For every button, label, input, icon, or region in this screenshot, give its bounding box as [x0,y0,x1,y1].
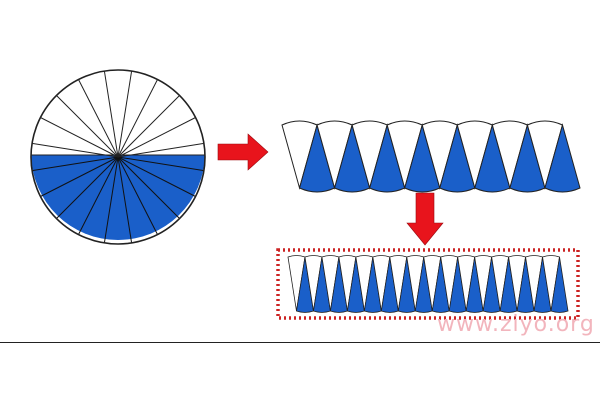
circle-sector-line [117,70,133,158]
circle-sector-line [117,156,180,219]
parallelogram-arrangement [276,248,580,320]
circle-sector-line [78,156,119,235]
watermark-text: www.ziyo.org [437,312,595,337]
para-blue-sector [550,256,569,313]
circle-sector-line [56,95,119,158]
down-arrow [406,192,444,246]
circle-sector-line [117,156,196,197]
circle-sector-line [117,156,158,235]
circle-sector-line [40,156,119,197]
circle-sector-line [40,117,119,158]
circle-sector-line [117,95,180,158]
circle-sector-line [117,117,196,158]
divided-circle [30,69,206,245]
circle-sector-line [117,156,205,172]
circle-sector-line [103,70,119,158]
circle-sector-line [117,156,133,244]
circle-sector-line [103,156,119,244]
circle-blue-half [31,155,205,240]
right-arrow [217,133,269,171]
down-arrow-shape [406,192,444,246]
circle-outline [30,69,206,245]
right-arrow-shape [217,133,269,171]
circle-sector-line [117,79,158,158]
bottom-divider-line [0,342,600,343]
wavy-sector-strip [281,120,581,193]
strip-blue-sector [544,123,581,193]
circle-sector-line [78,79,119,158]
circle-sector-line [31,156,119,172]
circle-sector-line [56,156,119,219]
